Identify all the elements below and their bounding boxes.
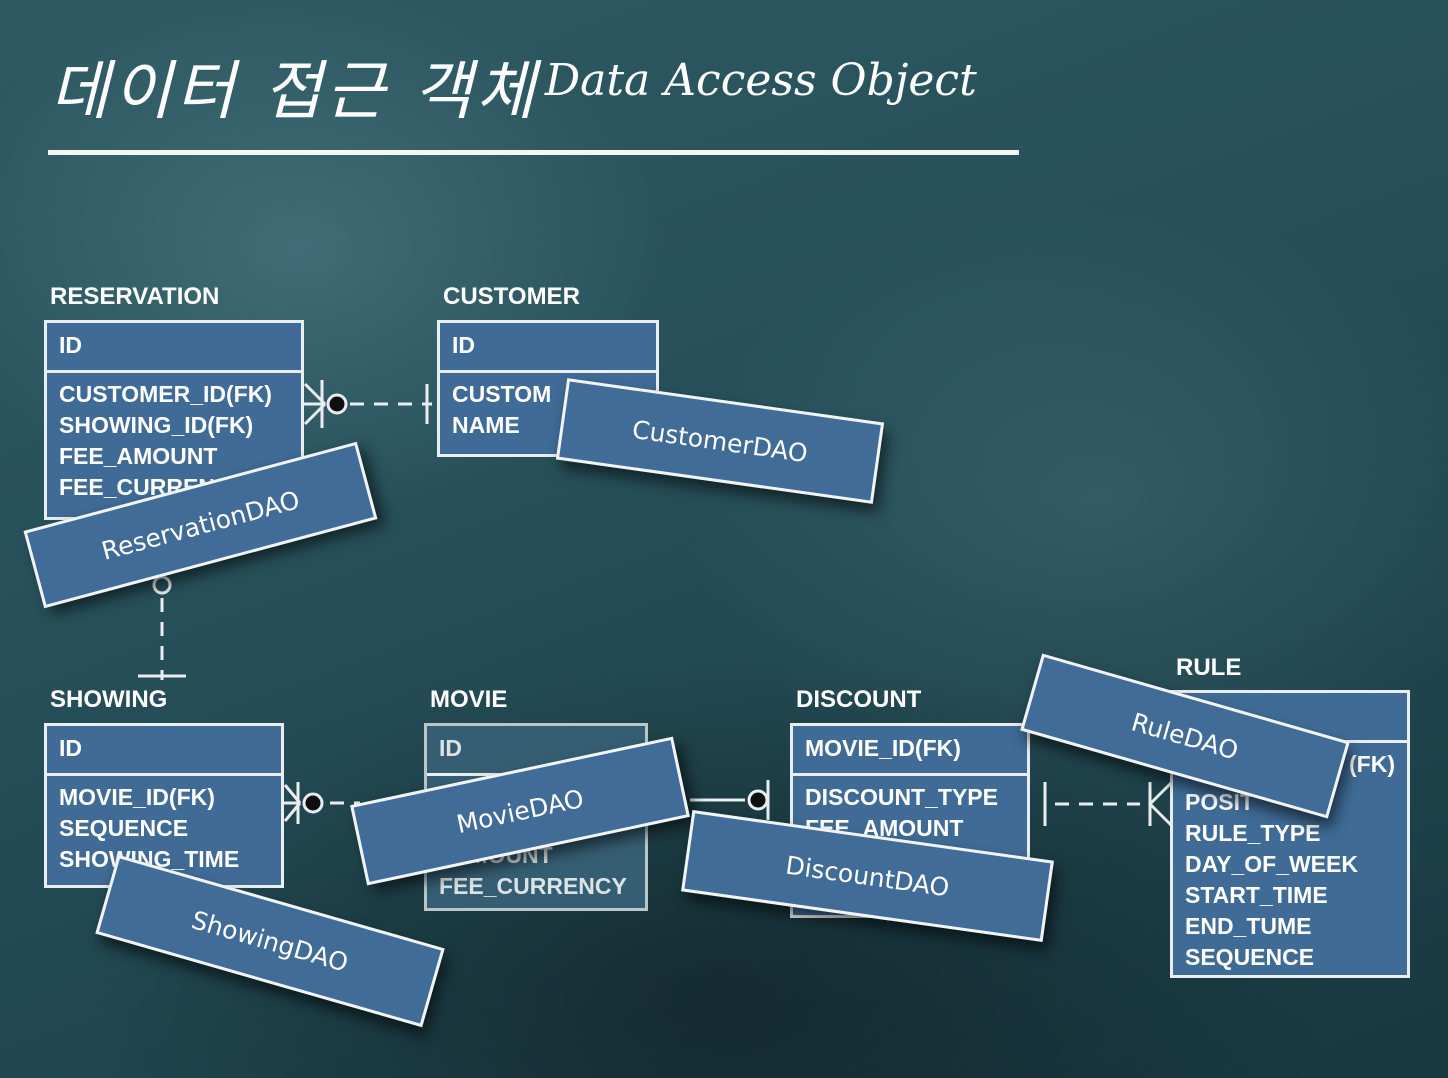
rule-fields: POSIT RULE_TYPE DAY_OF_WEEK START_TIME E… xyxy=(1173,787,1407,979)
reservation-fields: CUSTOMER_ID(FK) SHOWING_ID(FK) FEE_AMOUN… xyxy=(47,373,301,509)
customer-fields: CUSTOM NAME xyxy=(440,373,656,447)
showing-dao-label: ShowingDAO xyxy=(188,904,352,978)
title-english: Data Access Object xyxy=(544,55,977,106)
rule-field: END_TUME xyxy=(1185,913,1312,939)
discount-fields: DISCOUNT_TYPE FEE_AMOUNT xyxy=(793,776,1027,850)
rule-field: SEQUENCE xyxy=(1185,944,1315,970)
customer-field: NAME xyxy=(452,412,520,438)
movie-table-name: MOVIE xyxy=(430,686,508,713)
reservation-field: CUSTOMER_ID(FK) xyxy=(59,381,272,407)
rule-field: RULE_TYPE xyxy=(1185,820,1321,846)
reservation-pk: ID xyxy=(47,323,301,373)
title-korean: 데이터 접근 객체 xyxy=(50,55,539,129)
discount-table-name: DISCOUNT xyxy=(796,686,922,713)
showing-field: MOVIE_ID(FK) xyxy=(59,784,215,810)
showing-table: ID MOVIE_ID(FK) SEQUENCE SHOWING_TIME xyxy=(44,723,284,888)
movie-dao-label: MovieDAO xyxy=(453,783,587,839)
showing-fields: MOVIE_ID(FK) SEQUENCE SHOWING_TIME xyxy=(47,776,281,881)
showing-pk: ID xyxy=(47,726,281,776)
rule-pk: (FK) xyxy=(1349,751,1395,777)
discount-pk: MOVIE_ID(FK) xyxy=(793,726,1027,776)
rule-dao-label: RuleDAO xyxy=(1128,706,1242,766)
customer-field: CUSTOM xyxy=(452,381,552,407)
movie-field: FEE_CURRENCY xyxy=(439,873,627,899)
reservation-table-name: RESERVATION xyxy=(50,283,220,310)
showing-field: SEQUENCE xyxy=(59,815,189,841)
reservation-field: FEE_AMOUNT xyxy=(59,443,218,469)
discount-field: DISCOUNT_TYPE xyxy=(805,784,998,810)
rule-table-name: RULE xyxy=(1176,654,1242,681)
title-underline xyxy=(48,150,1019,155)
showing-table-name: SHOWING xyxy=(50,686,168,713)
customer-pk: ID xyxy=(440,323,656,373)
reservation-field: SHOWING_ID(FK) xyxy=(59,412,254,438)
discount-dao-label: DiscountDAO xyxy=(783,850,952,902)
customer-dao-label: CustomerDAO xyxy=(630,414,810,468)
customer-table-name: CUSTOMER xyxy=(443,283,580,310)
rule-field: DAY_OF_WEEK xyxy=(1185,851,1358,877)
rule-field: START_TIME xyxy=(1185,882,1328,908)
